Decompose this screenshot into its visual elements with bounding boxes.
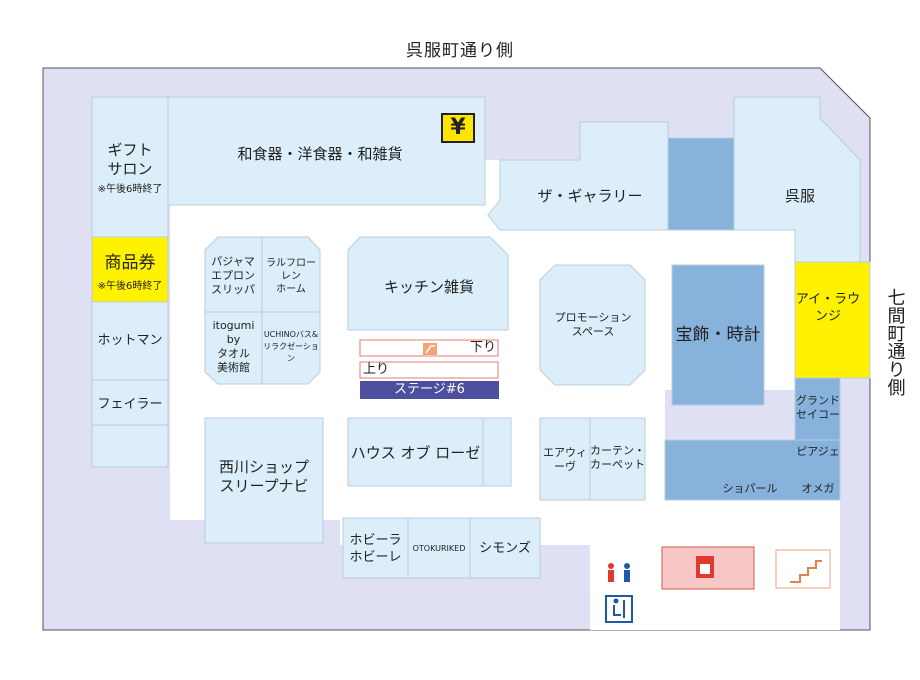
stairs-icon — [775, 549, 831, 589]
shop-airweave — [539, 417, 591, 501]
shop-left-blank — [91, 424, 169, 468]
shop-gallery-blue — [667, 137, 735, 231]
label-eye-lounge[interactable]: アイ・ラウンジ — [795, 292, 861, 324]
shop-gift-salon — [91, 96, 169, 238]
label-airweave[interactable]: エアウィーヴ — [543, 446, 587, 473]
elevator-icon — [696, 556, 714, 578]
label-curtain-carpet[interactable]: カーテン・ カーペット — [590, 444, 645, 471]
restroom-icon — [608, 563, 630, 582]
shop-hotman — [91, 301, 169, 381]
yen-icon: ¥ — [441, 113, 475, 143]
label-promotion[interactable]: プロモーション スペース — [554, 311, 632, 338]
label-nishikawa[interactable]: 西川ショップ スリープナビ — [218, 458, 309, 495]
label-jewelry-watch[interactable]: 宝飾・時計 — [675, 325, 761, 345]
shop-hobbyra — [342, 517, 409, 579]
label-hobbyra[interactable]: ホビーラ ホビーレ — [349, 533, 402, 565]
shop-house-of-rose-side — [482, 417, 512, 487]
escalator-down-label: 下り — [469, 340, 496, 355]
label-house-of-rose[interactable]: ハウス オブ ローゼ — [350, 443, 481, 462]
label-omega[interactable]: オメガ — [801, 482, 835, 495]
label-kitchen[interactable]: キッチン雑貨 — [383, 277, 474, 296]
label-grand-seiko[interactable]: グランド セイコー — [796, 394, 840, 421]
stage-label: ステージ#6 — [360, 381, 499, 399]
label-itogumi[interactable]: itogumi by タオル 美術館 — [212, 319, 255, 374]
label-simons[interactable]: シモンズ — [479, 540, 531, 556]
shop-eye-lounge — [794, 261, 871, 379]
shop-jewelry — [671, 264, 765, 406]
label-pajama[interactable]: パジャマ エプロン スリッパ — [211, 255, 255, 296]
label-kimono[interactable]: 呉服 — [784, 186, 815, 205]
street-label-top: 呉服町通り側 — [406, 41, 514, 61]
label-tableware[interactable]: 和食器・洋食器・和雑貨 — [237, 144, 403, 163]
label-uchino[interactable]: UCHINOバス& リラクゼーション — [263, 330, 319, 363]
shop-kitchen — [347, 236, 509, 331]
elevator-area — [661, 546, 755, 590]
label-ralph-lauren-home[interactable]: ラルフローレン ホーム — [266, 257, 316, 295]
label-feiler[interactable]: フェイラー — [97, 396, 163, 412]
label-gift-voucher-note: ※午後6時終了 — [97, 280, 163, 292]
escalator-box-up — [359, 361, 499, 379]
shop-promotion — [539, 264, 646, 386]
shop-curtain — [589, 417, 646, 501]
street-label-right: 七間町通り側 — [884, 288, 906, 396]
label-piaget[interactable]: ピアジェ — [796, 445, 840, 458]
shop-otokuriked — [407, 517, 471, 579]
shop-simons — [469, 517, 541, 579]
escalator-up-label: 上り — [363, 362, 390, 377]
label-gift-voucher[interactable]: 商品券 — [104, 253, 156, 273]
label-gift-salon[interactable]: ギフト サロン — [107, 141, 153, 178]
shop-tableware — [167, 96, 486, 206]
label-hotman[interactable]: ホットマン — [97, 332, 163, 348]
label-the-gallery[interactable]: ザ・ギャラリー — [537, 186, 643, 205]
label-otokuriked[interactable]: OTOKURIKED — [412, 543, 466, 553]
label-chopard[interactable]: ショパール — [722, 482, 778, 495]
accessible-restroom-icon — [605, 595, 633, 623]
escalator-icon — [423, 343, 437, 355]
shop-nishikawa — [204, 417, 324, 544]
shop-jewelry-bottom — [664, 439, 841, 501]
label-gift-salon-note: ※午後6時終了 — [97, 183, 163, 195]
